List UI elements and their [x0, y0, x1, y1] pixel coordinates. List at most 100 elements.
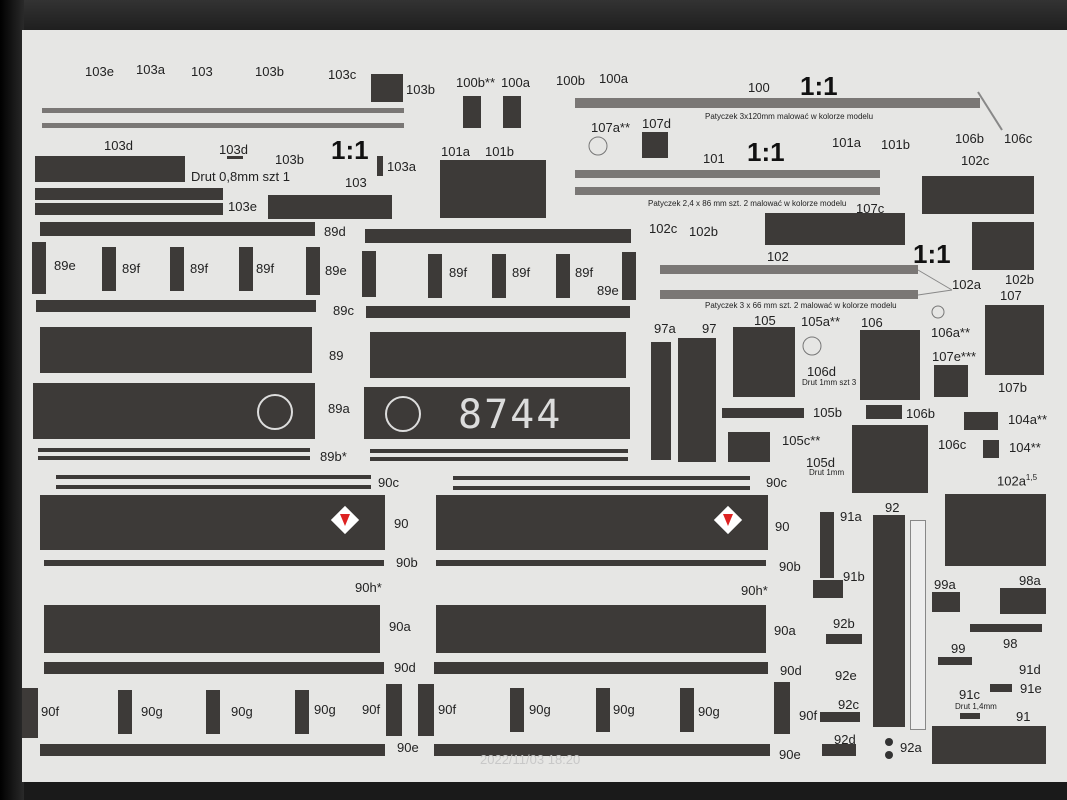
label-101: 101	[703, 151, 725, 166]
label-89f-1: 89f	[122, 261, 141, 276]
part-90b-1	[44, 560, 384, 566]
part-89f-2	[170, 247, 184, 291]
flag-red-icon-2	[723, 514, 733, 526]
label-106a-ss: 106a**	[931, 325, 971, 340]
label-90g-4: 90g	[529, 702, 551, 717]
part-89e-4	[622, 252, 636, 300]
part-90g-4	[510, 688, 524, 732]
part-105	[733, 327, 795, 397]
part-102-stick-1	[660, 265, 918, 274]
part-107c-block	[765, 213, 905, 245]
part-91a	[820, 512, 834, 578]
label-103a: 103a	[136, 62, 165, 77]
label-90h-s-2: 90h*	[741, 583, 768, 598]
label-90a: 90a	[389, 619, 411, 634]
part-90-2	[436, 495, 768, 550]
label-90: 90	[394, 516, 409, 531]
label-103e-2: 103e	[228, 199, 257, 214]
part-89d-2	[365, 229, 631, 243]
part-89c-1	[36, 300, 316, 312]
part-102c-block	[922, 176, 1034, 214]
part-101-stick-2	[575, 187, 880, 195]
part-89e-1	[32, 242, 46, 294]
part-106a-circle	[931, 305, 945, 319]
label-105: 105	[754, 313, 776, 328]
part-90g-1	[118, 690, 132, 734]
part-103-rod-1	[42, 108, 404, 113]
label-102b: 102b	[689, 224, 718, 239]
part-99a	[932, 592, 960, 612]
label-89: 89	[329, 348, 344, 363]
part-90g-5	[596, 688, 610, 732]
label-90g-5: 90g	[613, 702, 635, 717]
label-91d: 91d	[1019, 662, 1041, 677]
label-91e: 91e	[1020, 681, 1042, 696]
note-patyczek-102: Patyczek 3 x 66 mm szt. 2 malować w kolo…	[705, 301, 897, 310]
label-90c-2: 90c	[766, 475, 787, 490]
part-107d	[642, 132, 668, 158]
part-89b-4	[370, 457, 628, 461]
part-89e-3	[362, 251, 376, 297]
part-90a-1	[44, 605, 380, 653]
scale-label-3: 1:1	[747, 137, 785, 167]
label-90f: 90f	[41, 704, 60, 719]
part-92d	[822, 744, 856, 756]
part-89f-1	[102, 247, 116, 291]
label-106b-2: 106b	[906, 406, 935, 421]
label-90f-3: 90f	[438, 702, 457, 717]
label-107e-sss: 107e***	[932, 349, 977, 364]
part-90g-3	[295, 690, 309, 734]
part-100a	[503, 96, 521, 128]
note-drut-1mm: Drut 1mm	[809, 468, 845, 477]
part-90f-2	[386, 684, 402, 736]
label-90f-2: 90f	[362, 702, 381, 717]
part-106b-part	[866, 405, 902, 419]
part-90c-2	[56, 485, 371, 489]
note-drut-08: Drut 0,8mm szt 1	[191, 169, 290, 184]
label-100a-2: 100a	[599, 71, 628, 86]
part-92c	[820, 712, 860, 722]
background-left	[0, 0, 24, 800]
label-107b: 107b	[998, 380, 1027, 395]
part-98	[970, 624, 1042, 632]
part-90c-3	[453, 476, 750, 480]
part-89d-1	[40, 222, 315, 236]
label-106c-2: 106c	[938, 437, 967, 452]
scale-label-4: 1:1	[913, 239, 951, 269]
label-89f-4: 89f	[449, 265, 468, 280]
part-103-block	[268, 195, 392, 219]
note-drut-14: Drut 1,4mm	[955, 702, 997, 711]
label-107a-ss: 107a**	[591, 120, 631, 135]
label-103d-2: 103d	[219, 142, 248, 157]
label-107c: 107c	[856, 201, 885, 216]
part-92	[873, 515, 905, 727]
part-92-strip	[910, 520, 926, 730]
part-89b-1	[38, 448, 310, 452]
label-101b-2: 101b	[881, 137, 910, 152]
label-89c: 89c	[333, 303, 354, 318]
note-patyczek-100: Patyczek 3x120mm malować w kolorze model…	[705, 112, 874, 121]
label-90e: 90e	[397, 740, 419, 755]
label-91c: 91c	[959, 687, 980, 702]
label-90d: 90d	[394, 660, 416, 675]
part-105b	[722, 408, 804, 418]
part-90f-4	[774, 682, 790, 734]
label-91b: 91b	[843, 569, 865, 584]
label-89f-3: 89f	[256, 261, 275, 276]
label-90a-2: 90a	[774, 623, 796, 638]
part-103e-strip-2	[35, 203, 223, 215]
part-90c-1	[56, 475, 371, 479]
label-102a-15-sup: 1,5	[1025, 473, 1038, 482]
label-90b: 90b	[396, 555, 418, 570]
label-97: 97	[702, 321, 717, 336]
part-92b	[826, 634, 862, 644]
label-102c: 102c	[961, 153, 990, 168]
label-89a: 89a	[328, 401, 350, 416]
part-89f-4	[428, 254, 442, 298]
part-90g-2	[206, 690, 220, 734]
label-89d: 89d	[324, 224, 346, 239]
label-90g-3: 90g	[314, 702, 336, 717]
part-91	[932, 726, 1046, 764]
hull-number: 8744	[458, 392, 563, 438]
part-103a-piece	[377, 156, 383, 176]
